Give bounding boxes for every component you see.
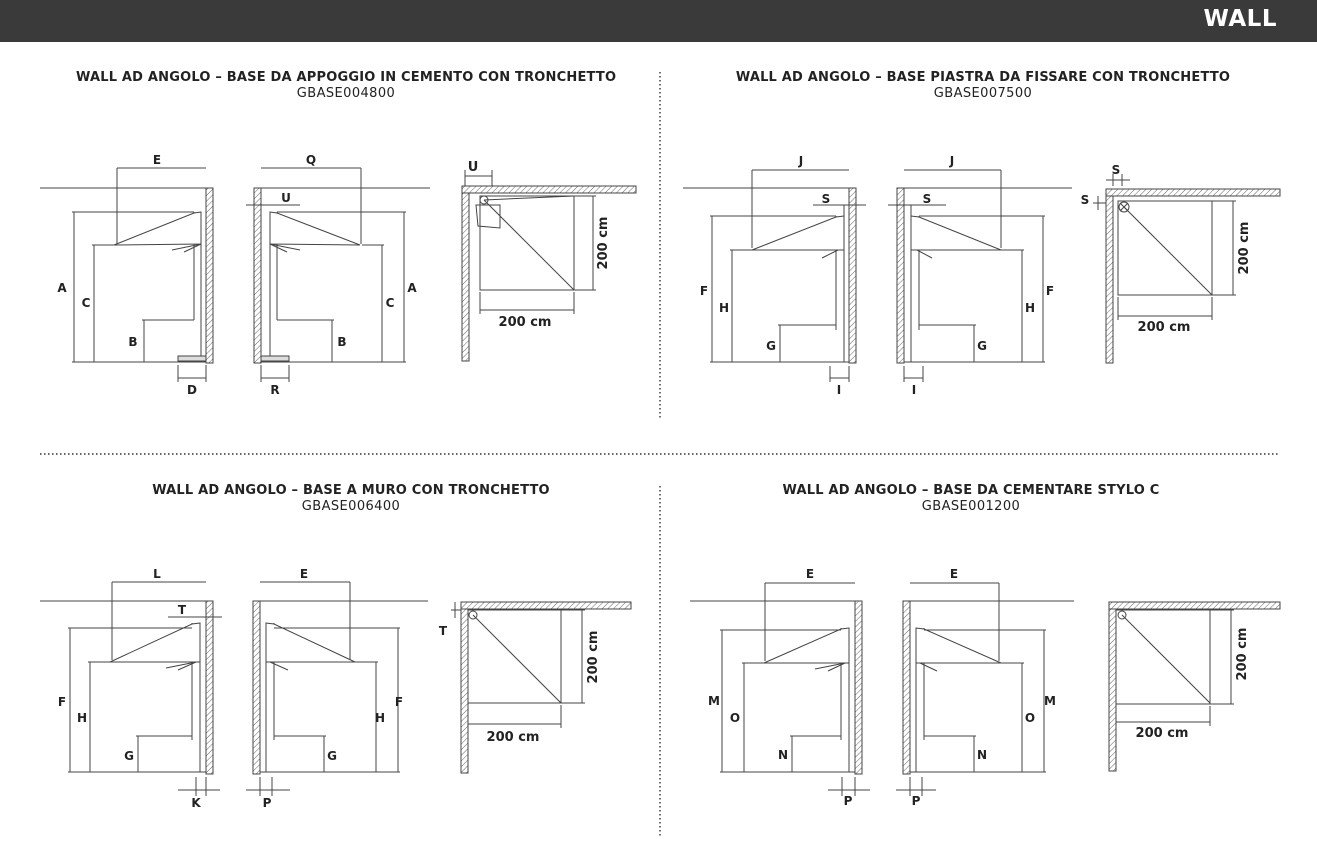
dim-label-r: R	[270, 383, 279, 397]
dim-label-f2: F	[1046, 284, 1054, 298]
dim-label-k: K	[191, 796, 201, 810]
section-1-labels-a: E A C B D	[57, 153, 197, 397]
dim-label-e5: E	[950, 567, 958, 581]
section-2-top-labels: S S 200 cm 200 cm	[1081, 163, 1252, 335]
section-title-1: WALL AD ANGOLO – BASE DA APPOGGIO IN CEM…	[76, 70, 617, 85]
dim-label-o: O	[730, 711, 740, 725]
section-1-labels-b: Q U C A B R	[270, 153, 417, 397]
dim-label-n2: N	[977, 748, 987, 762]
top-view-height-label-4: 200 cm	[1235, 628, 1250, 681]
dim-label-u: U	[281, 191, 291, 205]
dim-label-f: F	[700, 284, 708, 298]
header-title: WALL	[1203, 6, 1277, 32]
section-code-4: GBASE001200	[921, 499, 1021, 514]
section-3-labels-b: E H F G P	[263, 567, 404, 810]
dim-label-g3: G	[124, 749, 134, 763]
dim-label-q: Q	[306, 153, 316, 167]
top-view-width-label-4: 200 cm	[1136, 726, 1189, 741]
dim-label-j: J	[798, 154, 803, 168]
top-view-height-label-3: 200 cm	[586, 631, 601, 684]
section-title-3: WALL AD ANGOLO – BASE A MURO CON TRONCHE…	[152, 483, 550, 498]
section-code-2: GBASE007500	[933, 86, 1033, 101]
dim-label-m: M	[708, 694, 720, 708]
section-2-labels-b: J S H F G I	[912, 154, 1054, 397]
dim-label-c2: C	[386, 296, 395, 310]
section-title-4: WALL AD ANGOLO – BASE DA CEMENTARE STYLO…	[782, 483, 1160, 498]
top-view-height-label-2: 200 cm	[1237, 222, 1252, 275]
section-4-side-view-b	[896, 582, 1074, 796]
section-code-3: GBASE006400	[301, 499, 401, 514]
top-view-width-label-2: 200 cm	[1138, 320, 1191, 335]
section-3-top-labels: T 200 cm 200 cm	[439, 624, 601, 745]
section-4-labels-b: E O M N P	[912, 567, 1056, 808]
dim-label-d: D	[187, 383, 197, 397]
dim-label-g4: G	[327, 749, 337, 763]
dim-label-e: E	[153, 153, 161, 167]
dim-label-e3: E	[300, 567, 308, 581]
top-view-width-label: 200 cm	[499, 315, 552, 330]
top-view-width-label-3: 200 cm	[487, 730, 540, 745]
section-2-labels-a: J S F H G I	[700, 154, 841, 397]
dim-label-h: H	[719, 301, 729, 315]
dim-label-g: G	[766, 339, 776, 353]
dim-label-s4: S	[1081, 193, 1090, 207]
dim-label-t2: T	[439, 624, 448, 638]
dim-label-b2: B	[337, 335, 346, 349]
section-3-top-view	[451, 601, 632, 774]
dim-label-b: B	[128, 335, 137, 349]
section-1-top-view	[461, 170, 637, 362]
dim-label-j2: J	[949, 154, 954, 168]
dim-label-o2: O	[1025, 711, 1035, 725]
section-3-labels-a: L T F H G K	[58, 567, 201, 810]
dim-label-p4: P	[912, 794, 921, 808]
section-2-side-view-b	[888, 169, 1072, 382]
dim-label-p: P	[263, 796, 272, 810]
dim-label-s3: S	[1112, 163, 1121, 177]
dim-label-t: T	[178, 603, 187, 617]
dim-label-f3: F	[58, 695, 66, 709]
dim-label-i2: I	[912, 383, 916, 397]
section-2-side-view-a	[683, 169, 866, 382]
section-code-1: GBASE004800	[296, 86, 396, 101]
dim-label-f4: F	[395, 695, 403, 709]
section-1-top-labels: U 200 cm 200 cm	[468, 160, 611, 330]
section-4-side-view-a	[690, 582, 870, 796]
dim-label-a: A	[57, 281, 67, 295]
section-4-labels-a: E M O N P	[708, 567, 853, 808]
dim-label-u2: U	[468, 160, 479, 175]
section-1-side-view-b	[246, 167, 430, 382]
section-3-side-view-a	[40, 581, 222, 796]
section-4-top-labels: 200 cm 200 cm	[1136, 628, 1250, 741]
dim-label-h3: H	[77, 711, 87, 725]
dim-label-m2: M	[1044, 694, 1056, 708]
section-4-top-view	[1108, 601, 1281, 772]
top-view-height-label: 200 cm	[596, 217, 611, 270]
dim-label-g2: G	[977, 339, 987, 353]
dim-label-s: S	[822, 192, 831, 206]
dim-label-h4: H	[375, 711, 385, 725]
dim-label-c: C	[82, 296, 91, 310]
dim-label-h2: H	[1025, 301, 1035, 315]
section-2-top-view	[1093, 174, 1281, 364]
dim-label-i: I	[837, 383, 841, 397]
dim-label-e4: E	[806, 567, 814, 581]
dim-label-l: L	[153, 567, 161, 581]
dim-label-s2: S	[923, 192, 932, 206]
dim-label-n: N	[778, 748, 788, 762]
header-bar: WALL	[0, 0, 1317, 42]
dim-label-a2: A	[407, 281, 417, 295]
section-3-side-view-b	[246, 581, 428, 796]
dim-label-p3: P	[844, 794, 853, 808]
section-1-side-view-a	[40, 167, 214, 382]
section-title-2: WALL AD ANGOLO – BASE PIASTRA DA FISSARE…	[735, 70, 1231, 85]
